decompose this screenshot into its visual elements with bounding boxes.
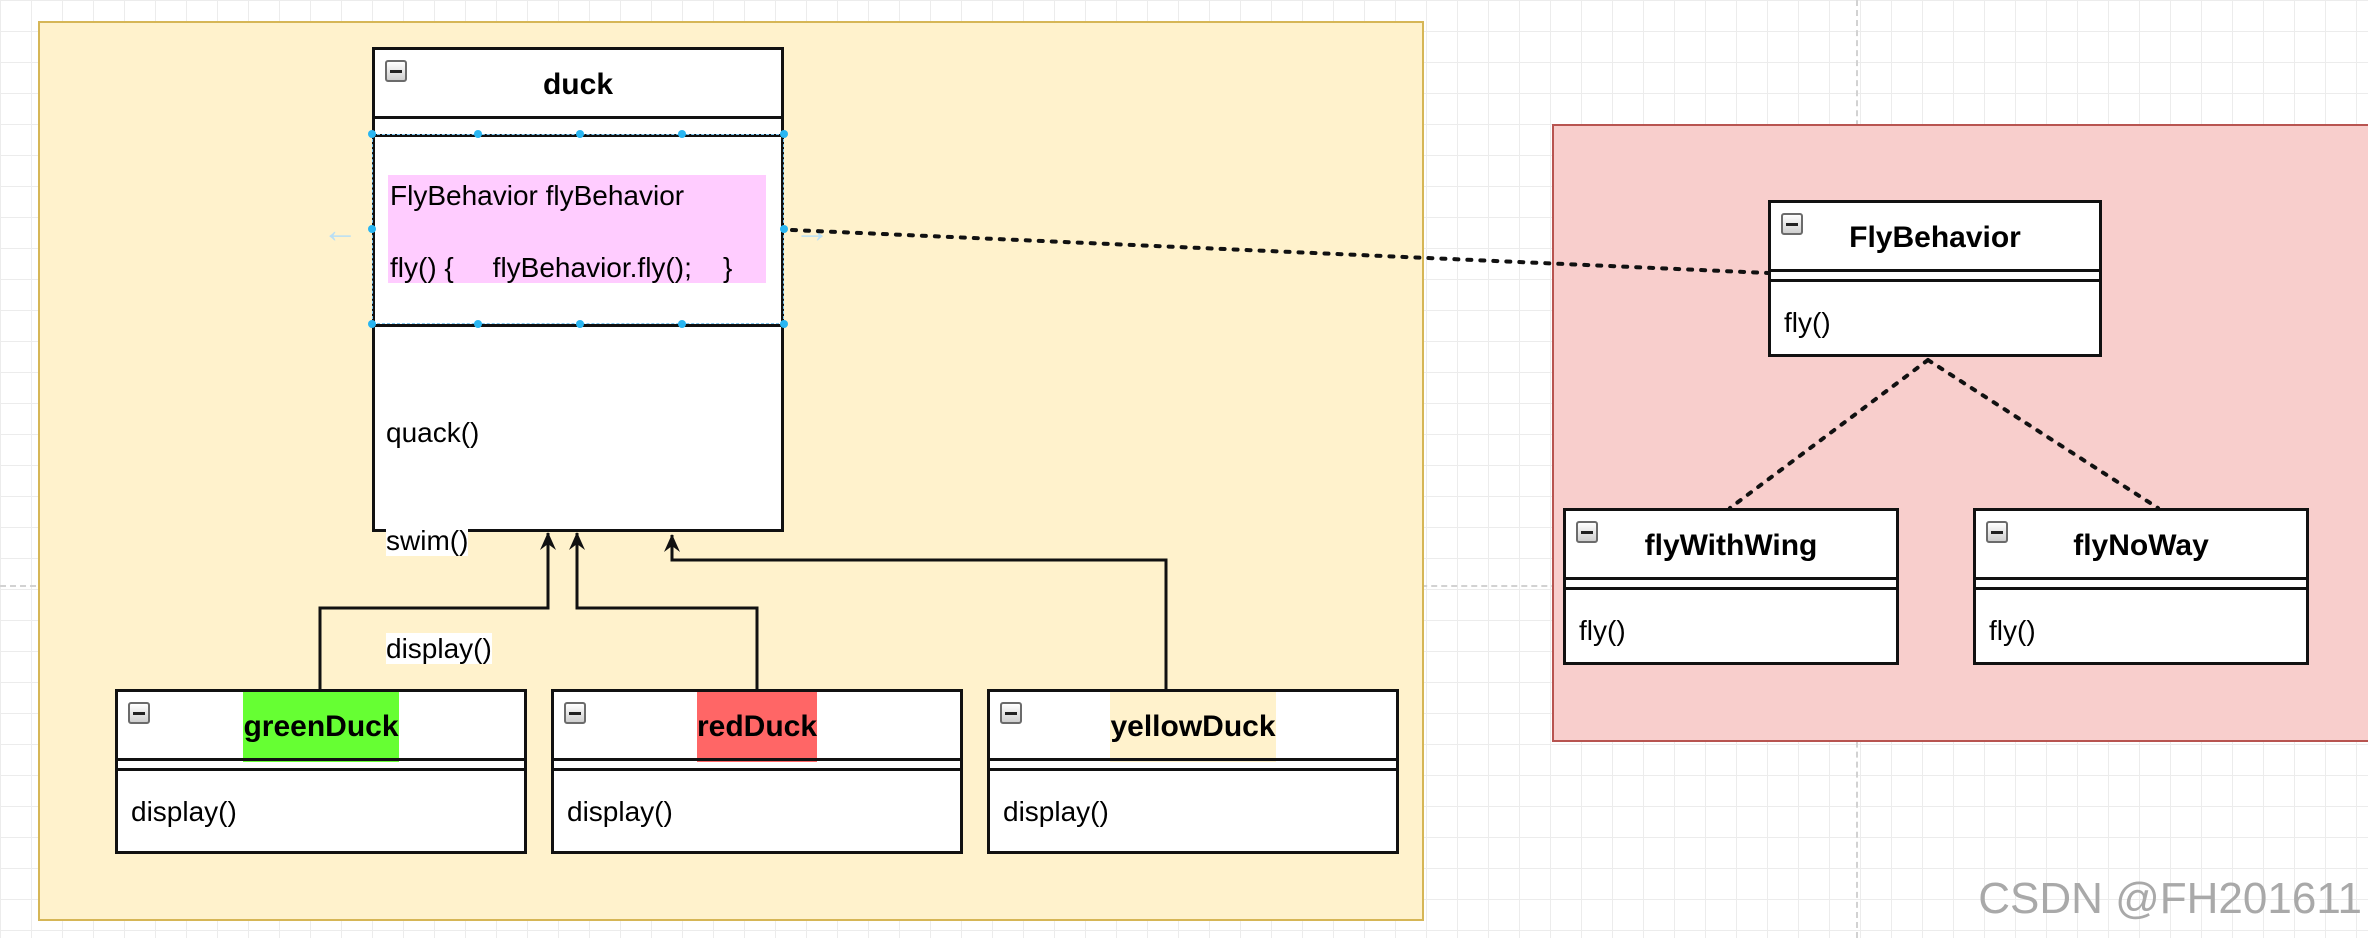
collapse-icon[interactable] <box>1781 213 1803 235</box>
fly-no-way-class-box[interactable]: flyNoWay fly() <box>1973 508 2309 665</box>
fly-with-wing-method[interactable]: fly() <box>1579 615 1626 646</box>
selection-handle[interactable] <box>576 130 584 138</box>
selection-handle[interactable] <box>678 130 686 138</box>
selection-handle[interactable] <box>780 225 788 233</box>
duck-class-title: duck <box>542 68 614 101</box>
green-duck-class-header[interactable]: greenDuck <box>118 692 524 762</box>
class-separator <box>990 768 1396 771</box>
yellow-duck-method[interactable]: display() <box>1003 796 1109 827</box>
green-duck-class-title: greenDuck <box>243 692 399 762</box>
collapse-icon[interactable] <box>564 702 586 724</box>
fly-with-wing-class-box[interactable]: flyWithWing fly() <box>1563 508 1899 665</box>
fly-with-wing-class-header[interactable]: flyWithWing <box>1566 511 1896 577</box>
yellow-duck-class-box[interactable]: yellowDuck display() <box>987 689 1399 854</box>
collapse-icon[interactable] <box>1986 521 2008 543</box>
class-separator <box>1976 577 2306 580</box>
selection-handle[interactable] <box>368 320 376 328</box>
fly-no-way-class-header[interactable]: flyNoWay <box>1976 511 2306 577</box>
duck-method-quack: quack() <box>386 417 480 448</box>
collapse-icon[interactable] <box>1000 702 1022 724</box>
fly-behavior-class-header[interactable]: FlyBehavior <box>1771 203 2099 269</box>
class-separator <box>990 758 1396 761</box>
collapse-icon[interactable] <box>128 702 150 724</box>
duck-class-box[interactable]: duck <box>372 47 784 532</box>
duck-method-list[interactable]: quack() swim() display() <box>386 343 492 739</box>
selection-handle[interactable] <box>474 130 482 138</box>
fly-behavior-class-box[interactable]: FlyBehavior fly() <box>1768 200 2102 357</box>
red-duck-class-title: redDuck <box>696 692 818 762</box>
watermark-text: CSDN @FH201611 <box>1978 874 2362 923</box>
duck-method-swim: swim() <box>386 525 469 556</box>
selection-handle[interactable] <box>368 225 376 233</box>
selection-handle[interactable] <box>678 320 686 328</box>
selection-handle[interactable] <box>780 320 788 328</box>
fly-behavior-class-title: FlyBehavior <box>1849 221 2021 254</box>
class-separator <box>554 758 960 761</box>
duck-header-separator <box>375 116 781 119</box>
class-separator <box>118 768 524 771</box>
collapse-icon[interactable] <box>1576 521 1598 543</box>
selection-handle[interactable] <box>474 320 482 328</box>
selection-handle[interactable] <box>576 320 584 328</box>
yellow-duck-class-header[interactable]: yellowDuck <box>990 692 1396 762</box>
red-duck-class-box[interactable]: redDuck display() <box>551 689 963 854</box>
class-separator <box>1566 587 1896 590</box>
duck-fly-highlight[interactable] <box>388 175 766 283</box>
duck-field-line[interactable]: FlyBehavior flyBehavior <box>390 180 685 211</box>
class-separator <box>554 768 960 771</box>
red-duck-class-header[interactable]: redDuck <box>554 692 960 762</box>
class-separator <box>1566 577 1896 580</box>
duck-class-header[interactable]: duck <box>375 50 781 116</box>
duck-method-display: display() <box>386 633 492 664</box>
connect-arrow-left-icon[interactable]: ← <box>322 209 358 250</box>
class-separator <box>118 758 524 761</box>
connect-arrow-right-icon[interactable]: → <box>794 209 830 250</box>
fly-behavior-method[interactable]: fly() <box>1784 307 1831 338</box>
green-duck-method[interactable]: display() <box>131 796 237 827</box>
selection-handle[interactable] <box>368 130 376 138</box>
fly-no-way-method[interactable]: fly() <box>1989 615 2036 646</box>
class-separator <box>1976 587 2306 590</box>
duck-fly-line[interactable]: fly() { flyBehavior.fly(); } <box>390 252 733 283</box>
collapse-icon[interactable] <box>385 60 407 82</box>
yellow-duck-class-title: yellowDuck <box>1110 692 1276 762</box>
red-duck-method[interactable]: display() <box>567 796 673 827</box>
class-separator <box>1771 269 2099 272</box>
fly-with-wing-class-title: flyWithWing <box>1644 529 1818 562</box>
fly-no-way-class-title: flyNoWay <box>2073 529 2209 562</box>
selection-handle[interactable] <box>780 130 788 138</box>
class-separator <box>1771 279 2099 282</box>
green-duck-class-box[interactable]: greenDuck display() <box>115 689 527 854</box>
